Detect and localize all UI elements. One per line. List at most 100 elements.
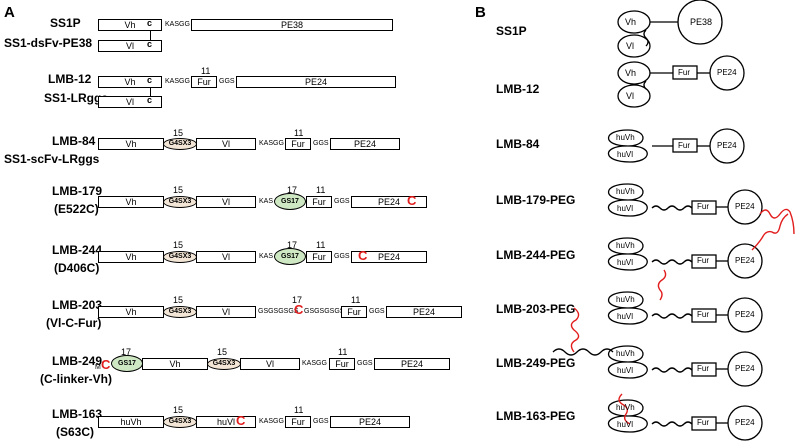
vl-domain: Vl — [196, 196, 256, 208]
g4sx3-linker: G4SX3 — [163, 138, 197, 150]
construct-name: LMB-163 — [52, 407, 103, 421]
vh-domain: Vh — [98, 306, 164, 318]
huvl-label: huVl — [617, 150, 634, 159]
g4sx3-linker: G4SX3 — [163, 251, 197, 263]
construct-name: SS1P — [50, 16, 81, 30]
linker-length-label: 15 — [217, 347, 228, 357]
schematic-name: LMB-84 — [496, 137, 540, 151]
pe24-label: PE24 — [717, 68, 737, 77]
construct-subname: SS1-LRggs — [44, 91, 109, 105]
peg-chain — [759, 208, 795, 235]
schematic-name: LMB-249-PEG — [496, 356, 576, 370]
fur-length-label: 11 — [316, 240, 326, 250]
gs17-linker: GS17 — [274, 193, 306, 210]
cysteine-mutation: C — [236, 413, 246, 428]
huvh-label: huVh — [616, 133, 635, 142]
fur-label: Fur — [697, 256, 709, 265]
kas-linker: KAS — [259, 253, 274, 260]
huvh-label: huVh — [616, 295, 635, 304]
construct-subname: (D406C) — [54, 261, 100, 275]
disulfide-c: c — [147, 95, 153, 105]
vl-domain: Vl — [240, 358, 300, 370]
fur-domain: Fur — [329, 358, 355, 370]
ggs-linker: GGS — [313, 418, 329, 425]
g4sx3-linker: G4SX3 — [163, 306, 197, 318]
gs17-length-label: 17 — [121, 347, 132, 357]
vl-domain: Vl — [196, 251, 256, 263]
huvl-label: huVl — [617, 258, 634, 267]
panel-a-label: A — [4, 4, 15, 21]
schematic-name: LMB-163-PEG — [496, 409, 576, 423]
pe38-domain: PE38 — [191, 19, 393, 31]
fur-label: Fur — [697, 310, 709, 319]
huvh-domain: huVh — [98, 416, 164, 428]
vh-domain: Vh — [98, 19, 162, 31]
m-residue: M — [95, 364, 101, 371]
construct-subname: (E522C) — [54, 202, 99, 216]
construct-name: LMB-203 — [52, 298, 103, 312]
fur-domain: Fur — [191, 76, 217, 88]
disulfide-bond — [150, 30, 151, 40]
construct-name: LMB-179 — [52, 184, 103, 198]
ggs-linker: GGS — [313, 140, 329, 147]
fur-length-label: 11 — [338, 347, 348, 357]
fur-label: Fur — [697, 364, 709, 373]
pe24-label: PE24 — [717, 141, 737, 150]
gs17-length-label: 17 — [287, 240, 298, 250]
disulfide-c: c — [147, 75, 153, 85]
linker-length-label: 15 — [173, 128, 184, 138]
pe24-domain: PE24 — [330, 138, 400, 150]
fur-domain: Fur — [341, 306, 367, 318]
fur-domain: Fur — [306, 196, 332, 208]
peg-chain — [618, 393, 631, 425]
fur-domain: Fur — [285, 138, 311, 150]
fur-length-label: 11 — [294, 128, 304, 138]
pe24-label: PE24 — [735, 310, 755, 319]
disulfide-link — [643, 29, 649, 47]
fur-length-label: 11 — [201, 66, 211, 76]
construct-name: LMB-12 — [48, 72, 92, 86]
ggs-linker: GGS — [369, 308, 385, 315]
vh-domain: Vh — [142, 358, 208, 370]
schematic-name: LMB-244-PEG — [496, 248, 576, 262]
ggs-linker: GGS — [357, 360, 373, 367]
vh-label: Vh — [625, 68, 637, 78]
vl-label: Vl — [626, 91, 635, 101]
vl-domain: Vl — [196, 138, 256, 150]
gs17-linker: GS17 — [111, 355, 143, 372]
gs-linker: GSGSGSGS — [304, 308, 345, 315]
vh-domain: Vh — [98, 196, 164, 208]
vl-domain: Vl — [196, 306, 256, 318]
gs17-linker: GS17 — [274, 248, 306, 265]
vl-label: Vl — [626, 41, 635, 51]
pe24-domain: PE24 — [351, 251, 427, 263]
schematic-name: LMB-179-PEG — [496, 193, 576, 207]
linker-length-label: 15 — [173, 405, 184, 415]
kasgg-linker: KASGG — [165, 21, 190, 28]
disulfide-c: c — [147, 18, 153, 28]
fur-label: Fur — [678, 68, 690, 77]
huvl-label: huVl — [617, 420, 634, 429]
schematic-name: LMB-203-PEG — [496, 302, 576, 316]
huvh-label: huVh — [616, 187, 635, 196]
peg-chain — [657, 269, 667, 301]
construct-subname: (S63C) — [56, 425, 95, 439]
kas-linker: KAS — [259, 198, 274, 205]
ggs-linker: GGS — [334, 253, 350, 260]
vh-label: Vh — [625, 17, 637, 27]
peg-chain — [751, 213, 789, 251]
pe38-label: PE38 — [690, 17, 713, 27]
huvh-label: huVh — [616, 403, 635, 412]
fur-domain: Fur — [306, 251, 332, 263]
cysteine-mutation: C — [358, 248, 368, 263]
cysteine-mutation: C — [101, 357, 111, 372]
pe24-domain: PE24 — [330, 416, 410, 428]
gs17-length-label: 17 — [287, 185, 298, 195]
fur-length-label: 11 — [294, 405, 304, 415]
fur-length-label: 11 — [316, 185, 326, 195]
disulfide-c: c — [147, 39, 153, 49]
pe24-domain: PE24 — [236, 76, 396, 88]
fur-domain: Fur — [285, 416, 311, 428]
schematic-name: LMB-12 — [496, 82, 540, 96]
